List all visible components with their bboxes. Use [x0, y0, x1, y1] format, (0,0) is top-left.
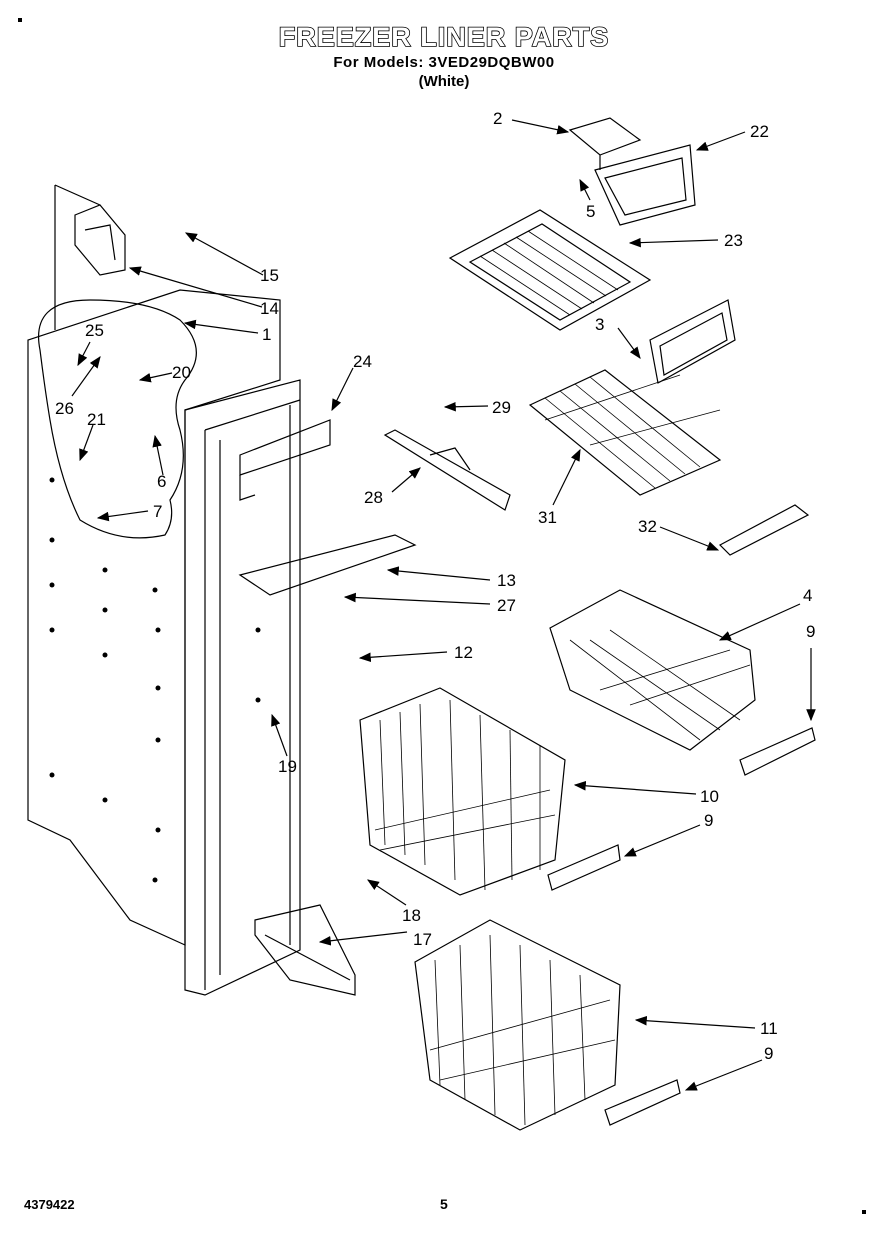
callout-7: 7 — [153, 502, 162, 521]
callout-31: 31 — [538, 508, 557, 527]
callout-2: 2 — [493, 109, 502, 128]
callout-13: 13 — [497, 571, 516, 590]
corner-mark — [18, 18, 22, 22]
callout-11: 11 — [760, 1019, 778, 1038]
callout-17: 17 — [413, 930, 432, 949]
callout-9-middle: 9 — [704, 811, 713, 830]
callout-4: 4 — [803, 586, 812, 605]
callout-12: 12 — [454, 643, 473, 662]
callout-29: 29 — [492, 398, 511, 417]
callout-23: 23 — [724, 231, 743, 250]
callout-22: 22 — [750, 122, 769, 141]
callout-18: 18 — [402, 906, 421, 925]
callout-32: 32 — [638, 517, 657, 536]
callout-5: 5 — [586, 202, 595, 221]
callout-9-bottom: 9 — [764, 1044, 773, 1063]
callout-28: 28 — [364, 488, 383, 507]
callout-leaders — [71, 119, 816, 1091]
model-subtitle: For Models: 3VED29DQBW00 — [333, 54, 555, 71]
callout-9-top: 9 — [806, 622, 815, 641]
document-number: 4379422 — [24, 1197, 75, 1212]
callout-14: 14 — [260, 299, 279, 318]
callout-24: 24 — [353, 352, 372, 371]
callout-10: 10 — [700, 787, 719, 806]
page-number: 5 — [440, 1196, 448, 1212]
callout-26: 26 — [55, 399, 74, 418]
callout-21: 21 — [87, 410, 106, 429]
callout-27: 27 — [497, 596, 516, 615]
page-title: FREEZER LINER PARTS — [278, 21, 610, 53]
callout-1: 1 — [262, 325, 271, 344]
callout-labels: 2 22 5 23 3 29 31 28 32 13 27 12 4 9 10 … — [55, 109, 815, 1063]
freezer-liner-drawing — [27, 184, 417, 996]
callout-6: 6 — [157, 472, 166, 491]
callout-20: 20 — [172, 363, 191, 382]
shelves-and-baskets-drawing — [359, 117, 816, 1131]
callout-25: 25 — [85, 321, 104, 340]
callout-19: 19 — [278, 757, 297, 776]
callout-3: 3 — [595, 315, 604, 334]
color-note: (White) — [418, 73, 470, 90]
callout-15: 15 — [260, 266, 279, 285]
corner-mark — [862, 1210, 866, 1214]
